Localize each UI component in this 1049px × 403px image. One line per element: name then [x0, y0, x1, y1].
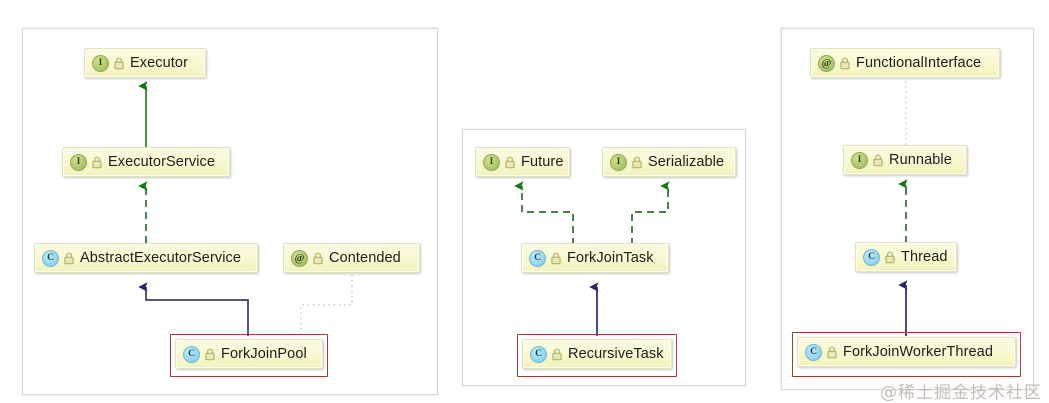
node-fork-join-worker-thread[interactable]: C ForkJoinWorkerThread — [797, 337, 1016, 367]
class-icon: C — [863, 248, 880, 266]
selection-frame-forkjoinworkerthread — [792, 332, 1021, 377]
lock-icon — [873, 154, 884, 167]
node-label: ForkJoinWorkerThread — [843, 344, 994, 360]
node-functional-interface[interactable]: @ FunctionalInterface — [810, 48, 1000, 78]
lock-icon — [505, 156, 516, 169]
lock-icon — [840, 57, 851, 70]
panel-thread — [781, 28, 1034, 390]
interface-icon: I — [70, 153, 87, 171]
lock-icon — [313, 252, 324, 265]
node-runnable[interactable]: I Runnable — [843, 145, 967, 175]
node-executor[interactable]: I Executor — [84, 48, 206, 78]
node-label: ForkJoinPool — [221, 346, 307, 362]
lock-icon — [632, 156, 643, 169]
selection-frame-forkjoinpool — [170, 334, 328, 377]
lock-icon — [114, 57, 125, 70]
node-label: Future — [521, 154, 564, 170]
class-icon: C — [530, 345, 547, 363]
node-abstract-executor-service[interactable]: C AbstractExecutorService — [34, 243, 258, 273]
node-label: Serializable — [648, 154, 725, 170]
lock-icon — [205, 348, 216, 361]
node-contended[interactable]: @ Contended — [283, 243, 420, 273]
node-label: ExecutorService — [108, 154, 216, 170]
interface-icon: I — [851, 151, 868, 169]
lock-icon — [552, 348, 563, 361]
node-executor-service[interactable]: I ExecutorService — [62, 147, 230, 177]
node-fork-join-pool[interactable]: C ForkJoinPool — [175, 339, 323, 369]
class-icon: C — [42, 249, 59, 267]
node-label: RecursiveTask — [568, 346, 664, 362]
annotation-icon: @ — [818, 54, 835, 72]
node-recursive-task[interactable]: C RecursiveTask — [522, 339, 672, 369]
node-label: FunctionalInterface — [856, 55, 982, 71]
node-label: Runnable — [889, 152, 952, 168]
lock-icon — [827, 346, 838, 359]
lock-icon — [64, 252, 75, 265]
selection-frame-recursivetask — [517, 334, 677, 377]
class-icon: C — [529, 249, 546, 267]
node-label: ForkJoinTask — [567, 250, 654, 266]
lock-icon — [551, 252, 562, 265]
interface-icon: I — [483, 153, 500, 171]
watermark: @稀土掘金技术社区 — [880, 383, 1042, 403]
node-label: Executor — [130, 55, 189, 71]
node-serializable[interactable]: I Serializable — [602, 147, 736, 177]
class-icon: C — [183, 345, 200, 363]
class-icon: C — [805, 343, 822, 361]
node-label: Thread — [901, 249, 948, 265]
node-label: Contended — [329, 250, 401, 266]
lock-icon — [885, 251, 896, 264]
lock-icon — [92, 156, 103, 169]
node-fork-join-task[interactable]: C ForkJoinTask — [521, 243, 669, 273]
interface-icon: I — [610, 153, 627, 171]
node-label: AbstractExecutorService — [80, 250, 242, 266]
annotation-icon: @ — [291, 249, 308, 267]
node-future[interactable]: I Future — [475, 147, 570, 177]
node-thread[interactable]: C Thread — [855, 242, 957, 272]
interface-icon: I — [92, 54, 109, 72]
